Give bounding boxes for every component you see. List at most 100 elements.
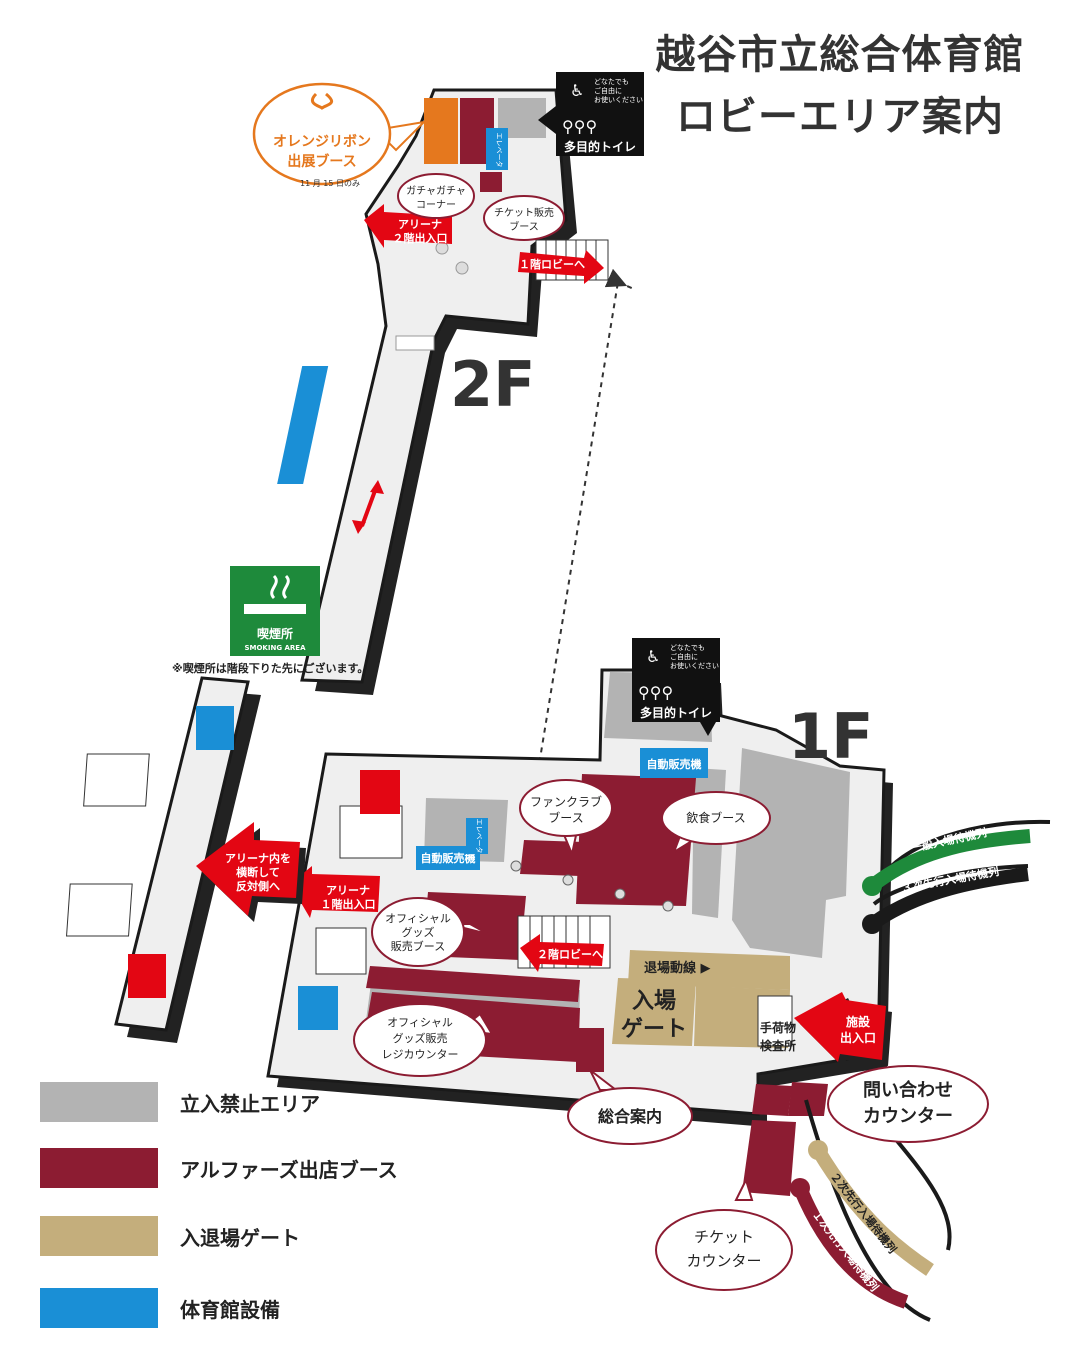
svg-text:ブース: ブース bbox=[548, 810, 583, 825]
second-queue-line bbox=[811, 1146, 934, 1276]
cigarette-icon bbox=[244, 604, 296, 614]
svg-text:オレンジリボン: オレンジリボン bbox=[273, 134, 371, 150]
svg-text:グッズ: グッズ bbox=[402, 925, 435, 939]
svg-text:飲食ブース: 飲食ブース bbox=[686, 810, 745, 825]
official-goods-strip bbox=[366, 966, 580, 1002]
info-desk bbox=[576, 1028, 604, 1072]
svg-text:オフィシャル: オフィシャル bbox=[387, 1016, 453, 1029]
legend-swatch-restricted bbox=[40, 1082, 158, 1122]
callout-official-goods: オフィシャル グッズ 販売ブース bbox=[371, 897, 489, 967]
map-title-line2: ロビーエリア案内 bbox=[676, 94, 1004, 140]
elevator-2f-label: エレベータ bbox=[495, 133, 504, 168]
vending-1f-b-label: 自動販売機 bbox=[421, 851, 476, 865]
svg-text:問い合わせ: 問い合わせ bbox=[863, 1079, 953, 1101]
wheelchair-icon: ♿ bbox=[646, 647, 660, 666]
stair-tower bbox=[66, 676, 261, 1043]
inquiry-counter-a bbox=[752, 1084, 792, 1116]
svg-text:横断して: 横断して bbox=[236, 865, 280, 879]
svg-text:お使いください: お使いください bbox=[594, 95, 643, 104]
svg-text:SMOKING AREA: SMOKING AREA bbox=[244, 644, 306, 652]
svg-text:ガチャガチャ: ガチャガチャ bbox=[406, 185, 466, 197]
ribbon-icon bbox=[310, 92, 334, 110]
svg-text:出展ブース: 出展ブース bbox=[287, 153, 356, 170]
stair-landing-2f bbox=[395, 335, 435, 351]
svg-text:チケット販売: チケット販売 bbox=[494, 206, 554, 219]
svg-text:どなたでも: どなたでも bbox=[594, 78, 629, 86]
svg-text:どなたでも: どなたでも bbox=[670, 644, 705, 652]
callout-ticket-booth: チケット販売 ブース bbox=[483, 195, 565, 241]
mens-toilet-tower bbox=[196, 706, 234, 750]
svg-text:アリーナ内を: アリーナ内を bbox=[225, 851, 291, 865]
floor-2f: エレベータ 自動販売機 bbox=[277, 88, 609, 695]
womens-toilet-tower bbox=[128, 954, 166, 998]
vending-2f-label: 自動販売機 bbox=[334, 396, 350, 461]
svg-text:出入口: 出入口 bbox=[840, 1030, 876, 1045]
womens-toilet-1f bbox=[360, 770, 400, 814]
gate-label-line2: ゲート bbox=[621, 1017, 687, 1042]
svg-text:１階ロビーへ: １階ロビーへ bbox=[519, 257, 585, 271]
legend-facility: 体育館設備 bbox=[40, 1286, 280, 1330]
floor-label-2f: 2F bbox=[450, 348, 536, 421]
svg-text:喫煙所: 喫煙所 bbox=[257, 626, 293, 641]
restricted-area-1f-right bbox=[732, 748, 850, 958]
to-2f-lobby-arrow bbox=[520, 934, 604, 972]
callout-food: 飲食ブース bbox=[661, 791, 771, 855]
orange-ribbon-date: 11 月 15 日のみ bbox=[300, 179, 360, 188]
vending-machine-1f-a bbox=[640, 748, 708, 778]
svg-text:総合案内: 総合案内 bbox=[598, 1107, 662, 1126]
to-1f-lobby-arrow bbox=[518, 250, 604, 284]
svg-text:施設: 施設 bbox=[846, 1014, 871, 1029]
ticket-counter bbox=[742, 1120, 796, 1196]
svg-text:アリーナ: アリーナ bbox=[326, 884, 370, 897]
vending-machine-2f bbox=[277, 366, 329, 484]
svg-text:反対側へ: 反対側へ bbox=[236, 879, 280, 893]
general-queue-line bbox=[867, 829, 1031, 892]
svg-text:グッズ販売: グッズ販売 bbox=[393, 1031, 448, 1045]
legend-label-gate: 入退場ゲート bbox=[180, 1225, 300, 1250]
ticket-sales-booth bbox=[480, 172, 502, 192]
svg-text:２階ロビーへ: ２階ロビーへ bbox=[537, 947, 603, 961]
arena-1f-entrance-arrow bbox=[290, 866, 380, 918]
callout-official-register: オフィシャル グッズ販売 レジカウンター bbox=[353, 1003, 494, 1077]
legend-label-booth: アルファーズ出店ブース bbox=[180, 1157, 398, 1182]
legend-swatch-booth bbox=[40, 1148, 158, 1188]
svg-text:販売ブース: 販売ブース bbox=[391, 939, 445, 953]
family-icon: ⚲⚲⚲ bbox=[638, 683, 673, 702]
floor-label-1f: 1F bbox=[788, 700, 874, 773]
exit-flow-label: 退場動線 ▶ bbox=[644, 960, 711, 976]
gate-label-line1: 入場 bbox=[632, 989, 676, 1014]
fanclub-booth bbox=[520, 840, 584, 876]
svg-text:カウンター: カウンター bbox=[863, 1106, 953, 1127]
legend-swatch-gate bbox=[40, 1216, 158, 1256]
multipurpose-toilet-sign-2f: ♿ どなたでも ご自由に お使いください ⚲⚲⚲ 多目的トイレ bbox=[538, 72, 644, 156]
svg-text:ファンクラブ: ファンクラブ bbox=[530, 794, 602, 809]
orange-ribbon-booth bbox=[424, 98, 458, 164]
legend-swatch-facility bbox=[40, 1288, 158, 1328]
legend-label-restricted: 立入禁止エリア bbox=[180, 1091, 320, 1116]
baggage-label-line1: 手荷物 bbox=[760, 1020, 796, 1035]
legend-restricted: 立入禁止エリア bbox=[40, 1080, 320, 1124]
facility-entrance-arrow-fill bbox=[794, 992, 886, 1062]
elevator-1f-label: エレベータ bbox=[475, 819, 484, 854]
multipurpose-toilet-sign-1f: ♿ どなたでも ご自由に お使いください ⚲⚲⚲ 多目的トイレ bbox=[632, 638, 720, 736]
svg-text:ブース: ブース bbox=[509, 220, 539, 233]
legend-gate: 入退場ゲート bbox=[40, 1214, 300, 1258]
svg-text:多目的トイレ: 多目的トイレ bbox=[640, 705, 712, 720]
pillar bbox=[455, 261, 469, 275]
callout-inquiry: 問い合わせ カウンター bbox=[827, 1065, 989, 1143]
svg-text:１階出入口: １階出入口 bbox=[321, 897, 376, 911]
family-icon: ⚲⚲⚲ bbox=[562, 117, 597, 136]
callout-orange-ribbon: オレンジリボン 出展ブース bbox=[252, 82, 427, 186]
svg-text:チケット: チケット bbox=[694, 1228, 754, 1246]
passage-arrow bbox=[360, 487, 378, 527]
entrance-gate bbox=[612, 978, 696, 1046]
wheelchair-icon: ♿ bbox=[570, 81, 584, 100]
smoking-note: ※喫煙所は階段下りた先にございます。 bbox=[172, 661, 368, 675]
svg-text:２階出入口: ２階出入口 bbox=[393, 231, 448, 245]
cross-arena-arrow-fill bbox=[196, 822, 300, 916]
smoking-area-sign: 喫煙所 SMOKING AREA bbox=[230, 566, 320, 656]
callout-info: 総合案内 bbox=[567, 1069, 693, 1145]
first-queue-line bbox=[793, 1185, 909, 1309]
